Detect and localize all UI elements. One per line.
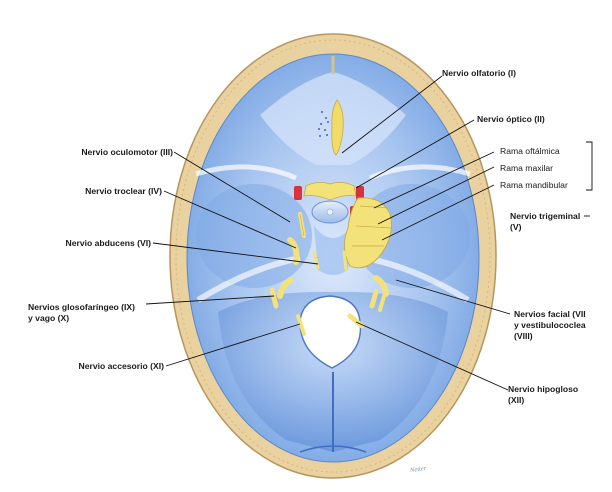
label-glossopharyngeal-nerve: Nervios glosofaríngeo (IX): [28, 302, 135, 312]
label-vestibulocochlear-nerve: y vestibulococlea: [514, 320, 586, 330]
label-olfactory-nerve: Nervio olfatorio (I): [442, 68, 517, 78]
label-accessory-nerve: Nervio accesorio (XI): [78, 361, 165, 371]
label-abducens-nerve: Nervio abducens (VI): [65, 238, 151, 248]
label-facial-nerve: Nervios facial (VII: [514, 309, 586, 319]
label-mandibular-branch: Rama mandibular: [500, 180, 568, 190]
label-ophthalmic-branch: Rama oftálmica: [500, 146, 560, 156]
label-maxillary-branch: Rama maxilar: [500, 163, 554, 173]
label-vestibulocochlear-nerve-number: (VIII): [514, 331, 533, 341]
label-trigeminal-nerve: Nervio trigeminal: [510, 211, 581, 221]
label-optic-nerve: Nervio óptico (II): [477, 114, 545, 124]
label-hypoglossal-nerve-number: (XII): [508, 395, 525, 405]
crista-galli: [331, 99, 344, 156]
trigeminal-ganglion: [344, 197, 392, 269]
label-trochlear-nerve: Nervio troclear (IV): [85, 186, 162, 196]
label-vagus-nerve: y vago (X): [28, 313, 70, 323]
leader-lines: [145, 75, 511, 391]
label-trigeminal-nerve-number: (V): [510, 222, 522, 232]
label-hypoglossal-nerve: Nervio hipogloso: [508, 384, 579, 394]
label-oculomotor-nerve: Nervio oculomotor (III): [81, 147, 173, 157]
